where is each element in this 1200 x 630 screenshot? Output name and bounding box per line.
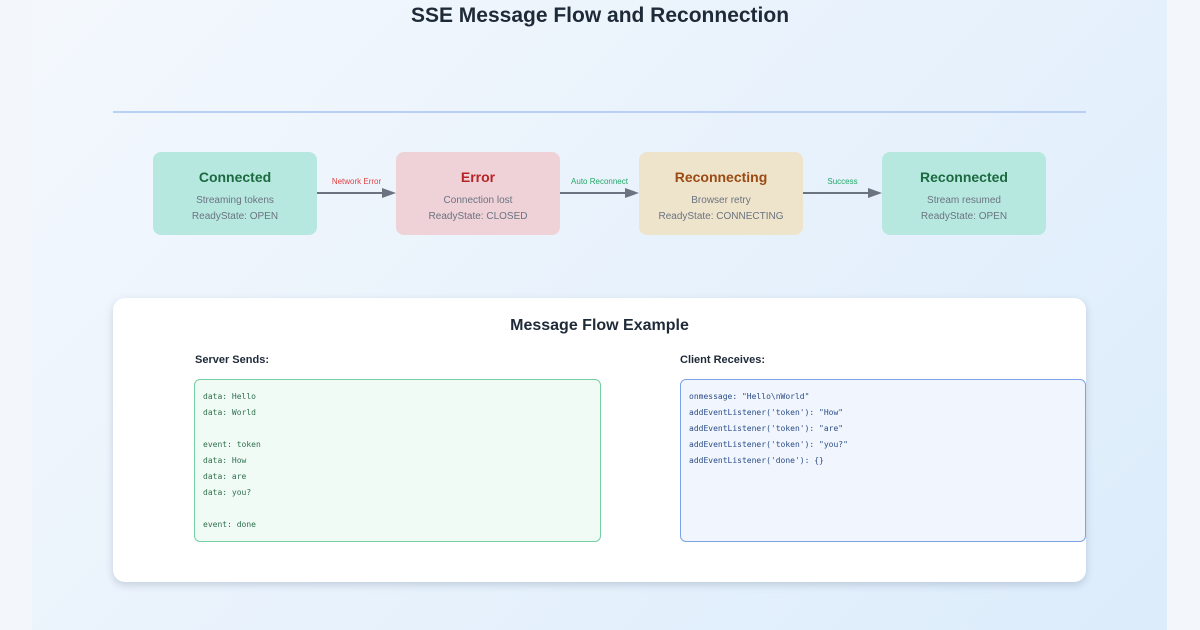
divider-line xyxy=(113,111,1086,113)
arrow-head-icon xyxy=(625,188,639,198)
state-error: Error Connection lost ReadyState: CLOSED xyxy=(396,152,560,235)
server-heading: Server Sends: xyxy=(195,354,269,366)
state-description: Streaming tokens xyxy=(196,195,274,206)
transition-label-success: Success xyxy=(827,177,858,186)
arrow-line xyxy=(560,192,628,194)
arrow-line xyxy=(317,192,385,194)
code-line: data: How xyxy=(203,456,247,465)
state-title: Error xyxy=(460,169,496,185)
state-title: Reconnected xyxy=(920,169,1008,185)
state-description: Browser retry xyxy=(691,195,751,206)
code-line: event: token xyxy=(203,440,261,449)
code-line: addEventListener('done'): {} xyxy=(689,456,824,465)
message-flow-card: Message Flow Example Server Sends: Clien… xyxy=(113,298,1086,582)
server-code-box: data: Hello data: World event: token data:… xyxy=(194,379,601,542)
state-readystate: ReadyState: CONNECTING xyxy=(658,211,784,222)
client-heading: Client Receives: xyxy=(680,354,765,366)
state-readystate: ReadyState: OPEN xyxy=(920,211,1008,222)
code-line xyxy=(203,421,592,437)
state-readystate: ReadyState: OPEN xyxy=(191,211,279,222)
state-description: Connection lost xyxy=(443,195,513,206)
code-line: data: you? xyxy=(203,488,252,497)
state-reconnecting: Reconnecting Browser retry ReadyState: C… xyxy=(639,152,803,235)
arrow-reconnecting-to-reconnected xyxy=(803,185,882,201)
code-line: data: World xyxy=(203,408,256,417)
arrow-error-to-reconnecting xyxy=(560,185,639,201)
arrow-line xyxy=(803,192,871,194)
arrow-head-icon xyxy=(382,188,396,198)
client-code-box: onmessage: "Hello\nWorld" addEventListene… xyxy=(680,379,1086,542)
code-line: onmessage: "Hello\nWorld" xyxy=(689,392,810,401)
page-title: SSE Message Flow and Reconnection xyxy=(410,4,790,27)
code-line: data: Hello xyxy=(203,392,256,401)
code-line xyxy=(203,501,592,517)
state-readystate: ReadyState: CLOSED xyxy=(428,211,528,222)
code-line: addEventListener('token'): "you?" xyxy=(689,440,848,449)
arrow-connected-to-error xyxy=(317,185,396,201)
state-title: Connected xyxy=(198,169,272,185)
code-line: addEventListener('token'): "How" xyxy=(689,408,844,417)
code-line: event: done xyxy=(203,520,256,529)
transition-label-auto-reconnect: Auto Reconnect xyxy=(571,177,628,186)
transition-label-network-error: Network Error xyxy=(331,177,382,186)
state-title: Reconnecting xyxy=(674,169,768,185)
code-line: data: are xyxy=(203,472,247,481)
card-title: Message Flow Example xyxy=(510,317,689,334)
code-line: addEventListener('token'): "are" xyxy=(689,424,844,433)
state-connected: Connected Streaming tokens ReadyState: O… xyxy=(153,152,317,235)
state-reconnected: Reconnected Stream resumed ReadyState: O… xyxy=(882,152,1046,235)
arrow-head-icon xyxy=(868,188,882,198)
state-description: Stream resumed xyxy=(927,195,1001,206)
